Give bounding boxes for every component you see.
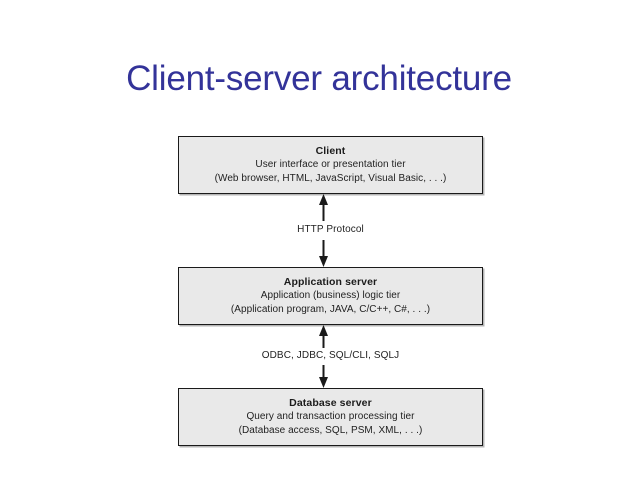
connector-label-odbc-jdbc: ODBC, JDBC, SQL/CLI, SQLJ xyxy=(178,349,483,362)
tier-box-application-server: Application server Application (business… xyxy=(178,267,483,325)
double-arrow-icon xyxy=(319,325,328,388)
tier-title-database-server: Database server xyxy=(289,397,372,409)
tier-box-client: Client User interface or presentation ti… xyxy=(178,136,483,194)
tier-title-application-server: Application server xyxy=(283,276,378,288)
tier-subtitle-application-server: Application (business) logic tier xyxy=(260,290,401,301)
tier-box-database-server: Database server Query and transaction pr… xyxy=(178,388,483,446)
tier-detail-database-server: (Database access, SQL, PSM, XML, . . .) xyxy=(238,425,423,436)
double-arrow-icon xyxy=(319,194,328,267)
connector-client-to-appserver: HTTP Protocol xyxy=(178,194,483,267)
tier-detail-application-server: (Application program, JAVA, C/C++, C#, .… xyxy=(230,304,431,315)
tier-detail-client: (Web browser, HTML, JavaScript, Visual B… xyxy=(214,173,447,184)
tier-subtitle-database-server: Query and transaction processing tier xyxy=(246,411,415,422)
page-title: Client-server architecture xyxy=(126,59,512,98)
client-server-architecture-diagram: Client User interface or presentation ti… xyxy=(178,136,483,446)
tier-title-client: Client xyxy=(315,145,346,157)
connector-appserver-to-dbserver: ODBC, JDBC, SQL/CLI, SQLJ xyxy=(178,325,483,388)
tier-subtitle-client: User interface or presentation tier xyxy=(255,159,406,170)
connector-label-http-protocol: HTTP Protocol xyxy=(178,223,483,236)
